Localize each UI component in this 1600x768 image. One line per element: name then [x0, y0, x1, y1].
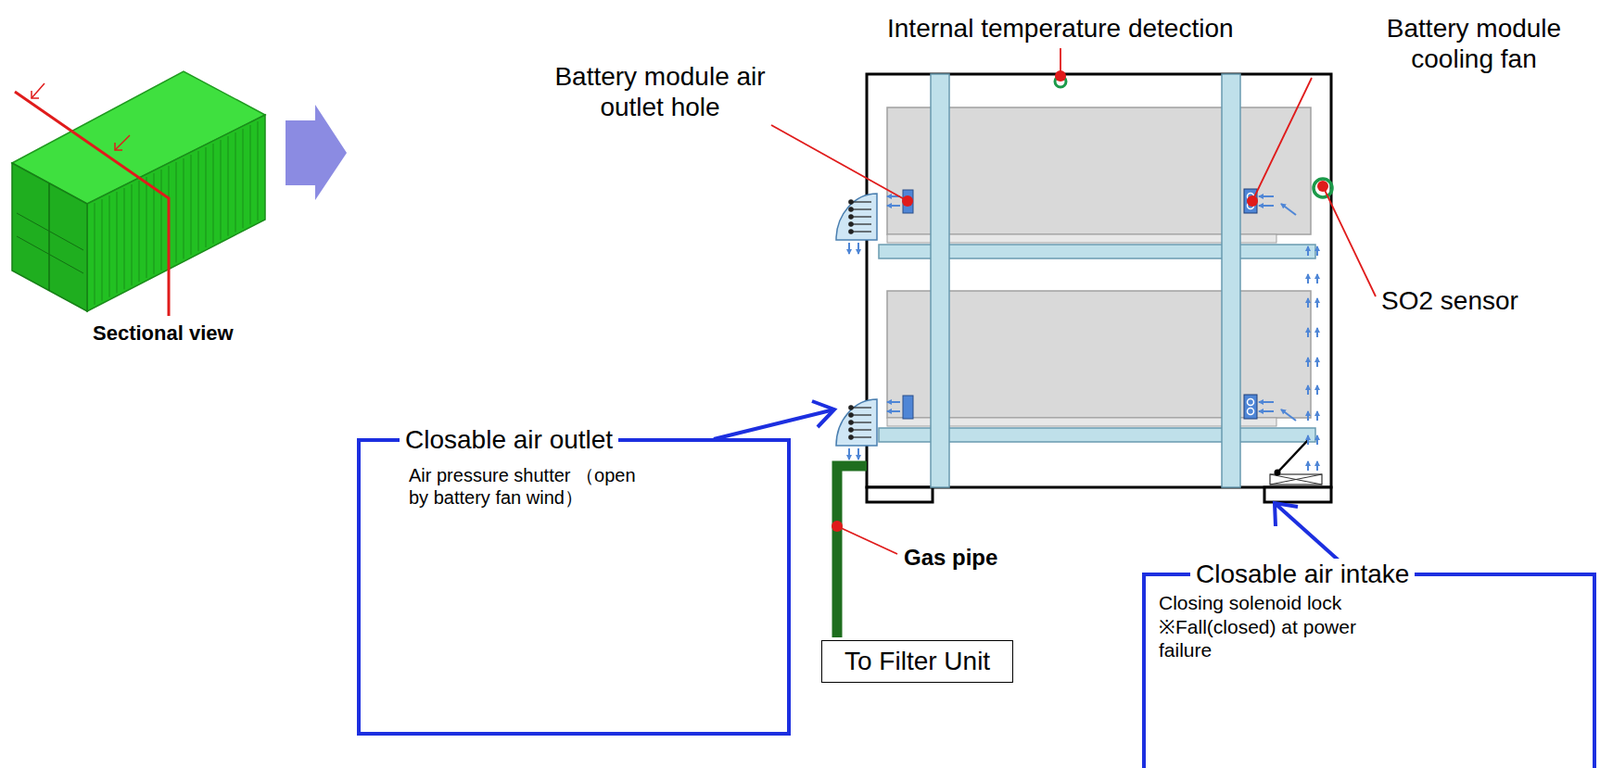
- part-label: Battery module air outlet hole: [548, 61, 772, 123]
- slat: [850, 406, 872, 408]
- leader-lines: [771, 48, 1376, 555]
- airflow-arrow: [887, 204, 901, 207]
- slat: [850, 208, 872, 210]
- airflow-arrow: [1307, 461, 1309, 471]
- ridge: [242, 128, 244, 229]
- callout-box: Closable air outletAir pressure shutter …: [356, 438, 791, 737]
- part-label: Gas pipe: [903, 545, 998, 572]
- ridge: [124, 188, 126, 290]
- airflow-arrow: [1307, 328, 1309, 338]
- ridge: [139, 180, 140, 282]
- slat: [850, 429, 872, 431]
- slat-pivot: [849, 215, 853, 219]
- view-arrow: [285, 104, 347, 201]
- part-label: SO2 sensor: [1381, 285, 1519, 317]
- airflow-arrow: [1307, 274, 1309, 284]
- airflow-arrow: [1316, 357, 1319, 368]
- slat-pivot: [849, 229, 853, 234]
- ridge: [116, 191, 118, 294]
- airflow-arrow: [887, 410, 901, 413]
- airflow-arrow: [1281, 409, 1296, 421]
- leader-dots: [831, 70, 1329, 533]
- ridge: [161, 169, 163, 271]
- airflow-arrow: [1316, 435, 1319, 445]
- ridge: [109, 195, 111, 298]
- slat-pivot: [849, 200, 853, 204]
- airflow-arrow: [1258, 204, 1274, 207]
- slat: [850, 201, 872, 203]
- airflow-arrow: [887, 401, 901, 404]
- slat: [850, 436, 872, 438]
- airflow-arrow: [857, 448, 860, 460]
- airflow-arrow: [1258, 410, 1274, 413]
- airflow-arrow: [848, 242, 851, 254]
- airflow-arrow: [1316, 246, 1319, 256]
- airflow-arrow: [1307, 411, 1309, 421]
- slat: [850, 230, 872, 232]
- destination-box: To Filter Unit: [821, 640, 1014, 684]
- slat-pivot: [849, 222, 853, 227]
- ridge: [131, 184, 133, 286]
- slat-pivot: [849, 428, 853, 432]
- airflow-arrow: [1316, 328, 1319, 338]
- ridge: [190, 154, 192, 255]
- airflow-arrow: [1316, 385, 1319, 395]
- slat: [850, 414, 872, 416]
- ridge: [101, 199, 103, 302]
- section-line: [14, 83, 169, 317]
- box-heading: Closable air outlet: [399, 424, 619, 457]
- box-label: To Filter Unit: [844, 646, 991, 678]
- slat-pivot: [849, 420, 853, 425]
- slat-pivot: [849, 406, 853, 410]
- airflow-arrow: [1307, 435, 1309, 445]
- airflow-arrow: [857, 242, 860, 254]
- ridge: [235, 132, 237, 233]
- ridge: [257, 121, 259, 221]
- airflow-arrow: [1281, 203, 1296, 216]
- container-3d: [12, 71, 266, 312]
- airflow-arrow: [1307, 246, 1309, 256]
- airflow-arrow: [1307, 357, 1309, 368]
- airflow-arrow: [1307, 298, 1309, 308]
- ridge: [205, 147, 207, 248]
- airflow-arrow: [1316, 298, 1319, 308]
- ridge: [198, 151, 200, 252]
- container-ridges: [94, 121, 258, 305]
- ridge: [250, 125, 252, 225]
- callout-arrows: [713, 401, 1347, 568]
- box-note: Air pressure shutter （open by battery fa…: [408, 464, 641, 510]
- ridge: [176, 162, 178, 264]
- airflow-arrow: [848, 448, 851, 460]
- box-note: Closing solenoid lock ※Fall(closed) at p…: [1158, 591, 1382, 663]
- view-caption: Sectional view: [92, 321, 234, 346]
- slat: [850, 421, 872, 423]
- airflow-arrow: [1316, 274, 1319, 284]
- callout-box: Closable air intakeClosing solenoid lock…: [1142, 572, 1597, 768]
- slat-pivot: [849, 207, 853, 212]
- airflow-arrow: [1258, 401, 1274, 404]
- slat-pivot: [849, 435, 853, 440]
- airflow-arrow: [1258, 195, 1274, 198]
- airflow-arrow: [1307, 385, 1309, 395]
- container-section: [836, 74, 1333, 638]
- part-label: Battery module cooling fan: [1362, 12, 1586, 75]
- airflow-arrow: [1316, 461, 1319, 471]
- ridge: [94, 203, 96, 305]
- slat: [850, 215, 872, 217]
- shutter-slats: [849, 200, 872, 440]
- ridge: [146, 177, 148, 279]
- box-heading: Closable air intake: [1190, 558, 1415, 591]
- ridge: [228, 136, 229, 237]
- airflow-arrows: [849, 196, 1318, 471]
- ridge: [183, 158, 185, 259]
- slat-pivot: [849, 413, 853, 418]
- ridge: [220, 139, 222, 241]
- airflow-arrow: [1316, 411, 1319, 421]
- part-label: Internal temperature detection: [887, 12, 1234, 44]
- ridge: [213, 143, 215, 244]
- slat: [850, 223, 872, 225]
